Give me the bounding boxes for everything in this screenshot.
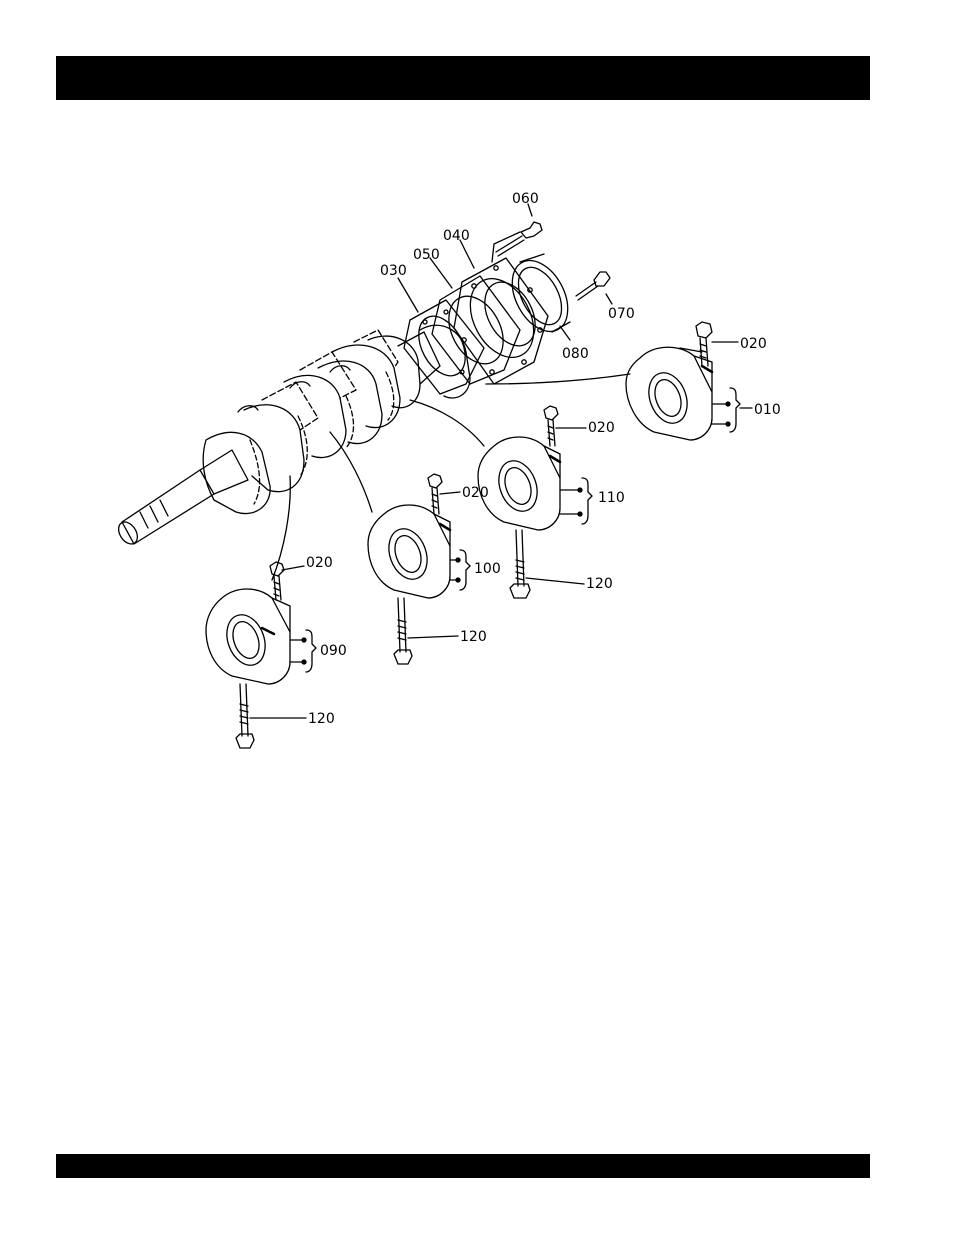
label-030: 030 <box>380 263 407 279</box>
label-120-a: 120 <box>586 576 613 592</box>
leader-curve-010 <box>486 374 630 384</box>
label-110: 110 <box>598 490 625 506</box>
leader-curve-100 <box>330 432 372 512</box>
label-120-c: 120 <box>308 711 335 727</box>
label-090: 090 <box>320 643 347 659</box>
label-010: 010 <box>754 402 781 418</box>
label-020-c: 020 <box>462 485 489 501</box>
label-080: 080 <box>562 346 589 362</box>
label-050: 050 <box>413 247 440 263</box>
label-120-b: 120 <box>460 629 487 645</box>
bearing-case-010 <box>626 322 752 440</box>
crankshaft <box>115 325 470 547</box>
leader-curve-110 <box>410 400 484 446</box>
label-020-d: 020 <box>306 555 333 571</box>
label-040: 040 <box>443 228 470 244</box>
bearing-case-100 <box>368 474 470 664</box>
label-020-a: 020 <box>740 336 767 352</box>
label-020-b: 020 <box>588 420 615 436</box>
bearing-case-090 <box>206 562 316 748</box>
label-070: 070 <box>608 306 635 322</box>
rear-housing-assembly <box>398 204 612 394</box>
footer-bar <box>56 1154 870 1178</box>
label-060: 060 <box>512 191 539 207</box>
label-100: 100 <box>474 561 501 577</box>
